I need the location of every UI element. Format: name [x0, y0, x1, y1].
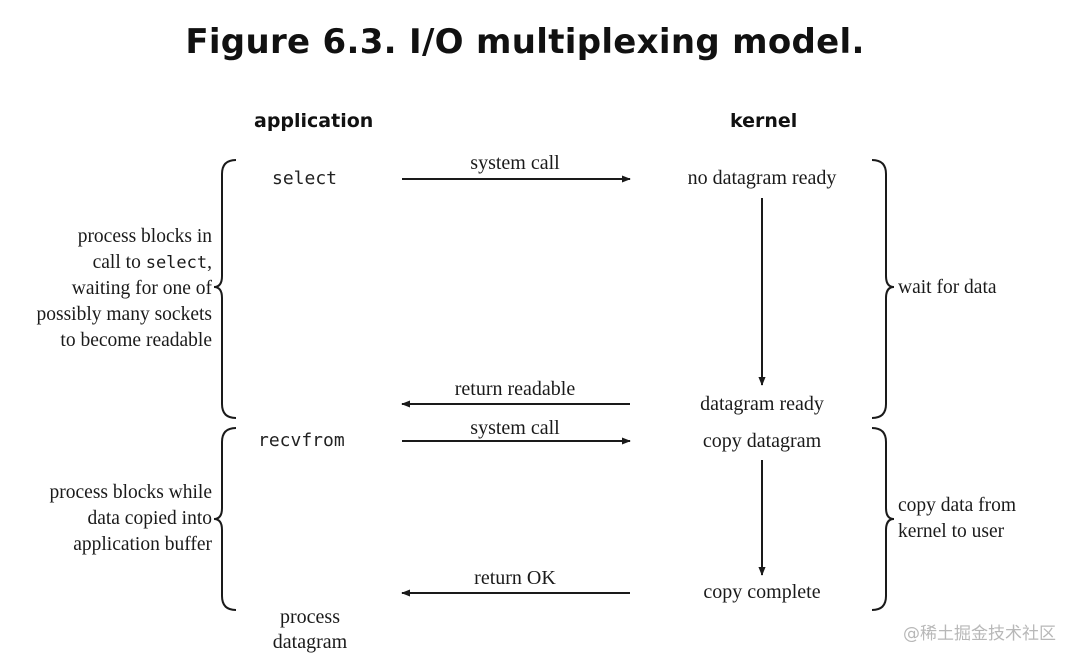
note-select-line1: process blocks in: [77, 226, 212, 247]
kernel-datagram-ready: datagram ready: [700, 393, 824, 415]
watermark: @稀土掘金技术社区: [903, 624, 1056, 644]
column-header-application: application: [254, 110, 374, 132]
label-system-call-1: system call: [470, 152, 560, 174]
note-copy-line1: process blocks while: [49, 482, 212, 503]
label-return-readable: return readable: [454, 378, 576, 400]
label-system-call-2: system call: [470, 417, 560, 439]
left-brace-select: [213, 159, 237, 419]
right-brace-wait: [871, 159, 895, 419]
kernel-no-datagram-ready: no datagram ready: [687, 167, 837, 189]
label-return-ok: return OK: [474, 567, 556, 589]
figure-title: Figure 6.3. I/O multiplexing model.: [185, 22, 865, 62]
kernel-copy-complete: copy complete: [703, 581, 821, 603]
note-copy-data: copy data from kernel to user: [898, 493, 1016, 545]
note-select-line4: possibly many sockets: [36, 304, 213, 325]
note-copy-data-line2: kernel to user: [898, 521, 1005, 542]
note-select-line3: waiting for one of: [71, 278, 212, 299]
note-process-blocks-copy: process blocks while data copied into ap…: [50, 480, 212, 558]
note-wait-for-data: wait for data: [898, 277, 997, 298]
note-copy-line3: application buffer: [73, 534, 212, 555]
kernel-copy-datagram: copy datagram: [702, 430, 822, 452]
column-header-kernel: kernel: [730, 110, 798, 132]
process-label-line1: process: [280, 606, 340, 628]
note-copy-line2: data copied into: [87, 508, 212, 529]
note-process-blocks-select: process blocks in call to select, waitin…: [37, 224, 213, 354]
call-recvfrom: recvfrom: [258, 430, 345, 451]
note-select-line2: call to select,: [92, 252, 212, 273]
process-label-line2: datagram: [272, 631, 348, 653]
note-select-code: select: [145, 253, 208, 273]
note-copy-data-line1: copy data from: [898, 495, 1017, 516]
right-brace-copy: [871, 427, 895, 611]
left-brace-copy: [213, 427, 237, 611]
note-select-line5: to become readable: [60, 330, 212, 351]
call-select: select: [272, 168, 338, 189]
